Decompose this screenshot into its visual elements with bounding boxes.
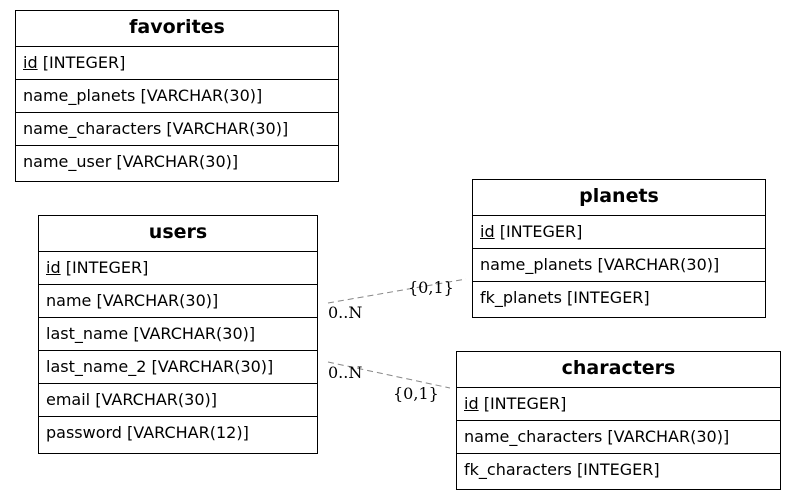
column-row: name_user [VARCHAR(30)] bbox=[23, 152, 239, 171]
column-row: password [VARCHAR(12)] bbox=[46, 423, 249, 442]
cardinality-label-users-planets: 0..N bbox=[328, 303, 363, 322]
column-row: name_characters [VARCHAR(30)] bbox=[16, 113, 338, 146]
column-row: name_characters [VARCHAR(30)] bbox=[457, 421, 780, 454]
primary-key: id bbox=[46, 258, 61, 277]
column-row: name_planets [VARCHAR(30)] bbox=[16, 80, 338, 113]
column-type: [INTEGER] bbox=[478, 394, 567, 413]
column-row: name_planets [VARCHAR(30)] bbox=[473, 249, 765, 282]
column-row: id [INTEGER] bbox=[39, 252, 317, 285]
entity-title: characters bbox=[457, 352, 780, 388]
cardinality-label-users-characters: 0..N bbox=[328, 363, 363, 382]
cardinality-label-characters: {0,1} bbox=[393, 384, 439, 403]
entity-characters: characters id [INTEGER] name_characters … bbox=[456, 351, 781, 490]
entity-title: planets bbox=[473, 180, 765, 216]
entity-favorites: favorites id [INTEGER] name_planets [VAR… bbox=[15, 10, 339, 182]
column-row: email [VARCHAR(30)] bbox=[39, 384, 317, 417]
column-type: [INTEGER] bbox=[494, 222, 583, 241]
relationship-line-users-planets bbox=[327, 278, 467, 304]
entity-title: favorites bbox=[16, 11, 338, 47]
column-row: fk_planets [INTEGER] bbox=[480, 288, 650, 307]
column-row: id [INTEGER] bbox=[16, 47, 338, 80]
column-row: id [INTEGER] bbox=[473, 216, 765, 249]
column-type: [INTEGER] bbox=[37, 53, 126, 72]
entity-planets: planets id [INTEGER] name_planets [VARCH… bbox=[472, 179, 766, 318]
primary-key: id bbox=[464, 394, 479, 413]
entity-users: users id [INTEGER] name [VARCHAR(30)] la… bbox=[38, 215, 318, 454]
column-row: id [INTEGER] bbox=[457, 388, 780, 421]
column-row: last_name [VARCHAR(30)] bbox=[39, 318, 317, 351]
column-row: last_name_2 [VARCHAR(30)] bbox=[39, 351, 317, 384]
column-row: name [VARCHAR(30)] bbox=[39, 285, 317, 318]
primary-key: id bbox=[23, 53, 38, 72]
relationship-line-users-characters bbox=[327, 361, 451, 389]
cardinality-label-planets: {0,1} bbox=[408, 278, 454, 297]
column-type: [INTEGER] bbox=[60, 258, 149, 277]
column-row: fk_characters [INTEGER] bbox=[464, 460, 660, 479]
entity-title: users bbox=[39, 216, 317, 252]
primary-key: id bbox=[480, 222, 495, 241]
